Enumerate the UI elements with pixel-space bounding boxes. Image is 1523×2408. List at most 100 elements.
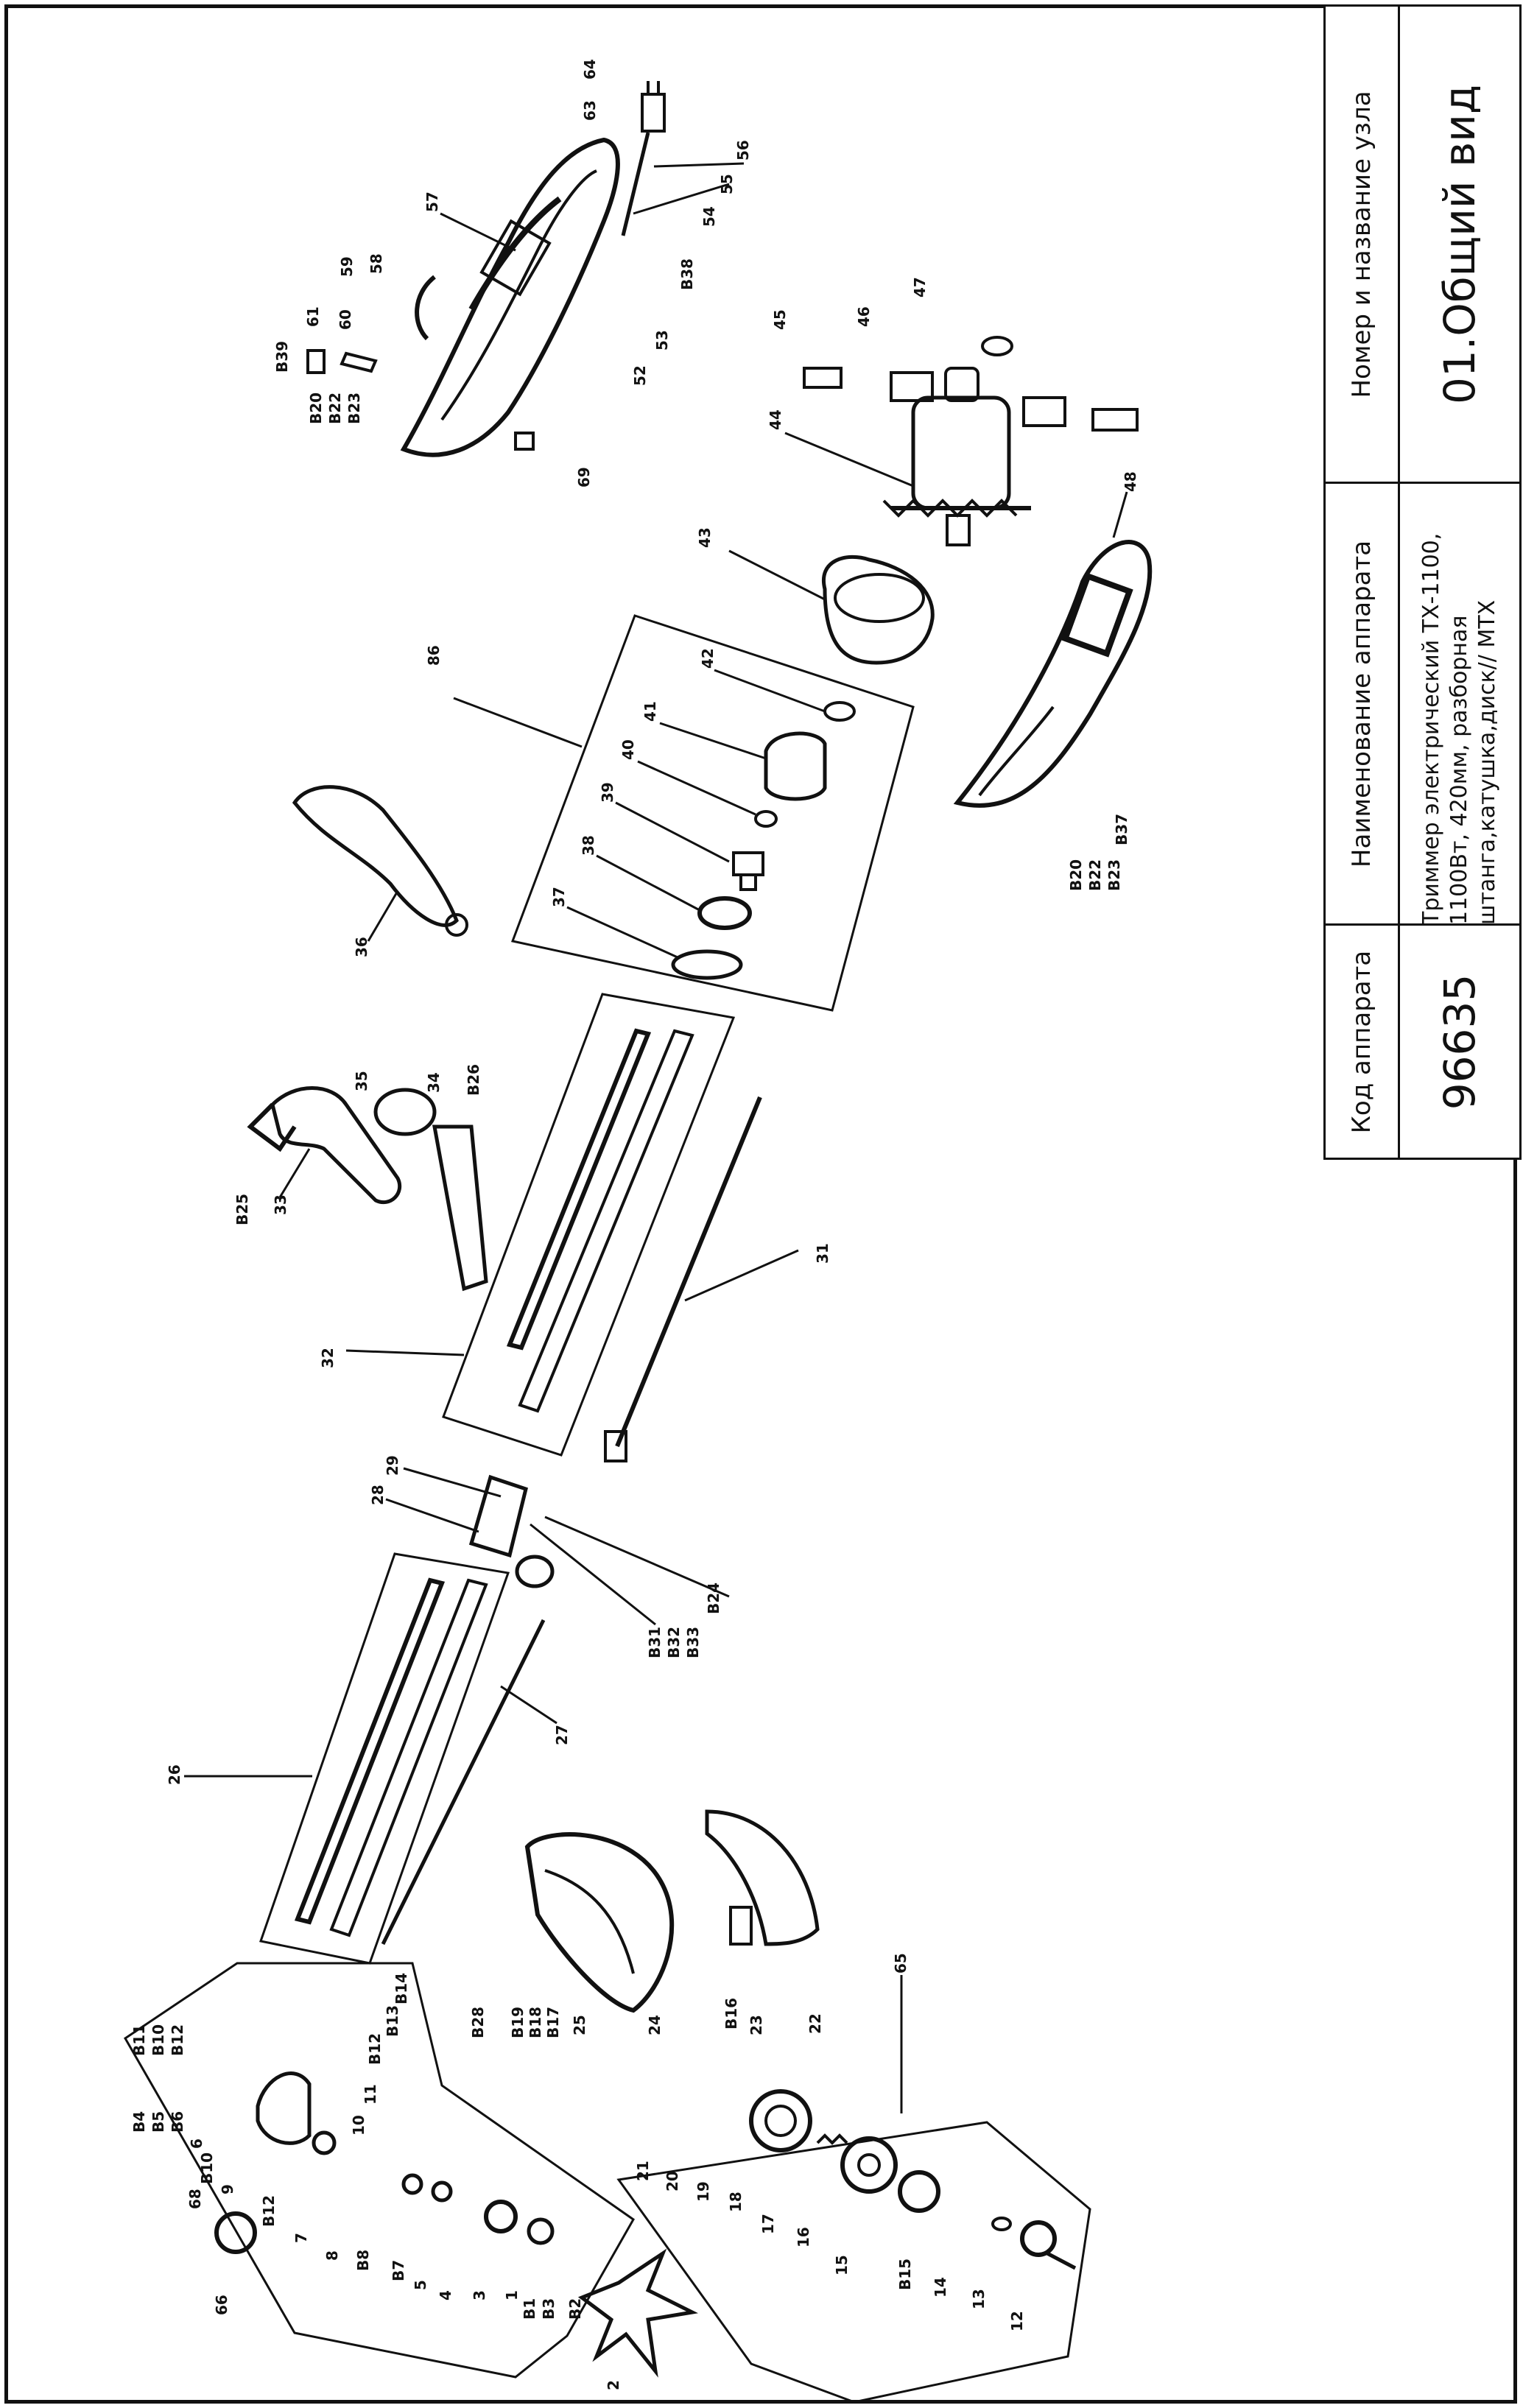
label-b23-right: B23: [1105, 859, 1123, 891]
label-66: 66: [213, 2295, 231, 2315]
motor-armature: [882, 367, 1031, 546]
label-b12-top: B12: [169, 2024, 186, 2056]
group-outline-26: [259, 1552, 510, 1965]
leader-57: [440, 212, 516, 252]
code-value: 96635: [1435, 974, 1485, 1110]
spool-16: [840, 2136, 898, 2194]
leader-42: [714, 669, 826, 713]
bearing-38: [697, 896, 752, 930]
label-57: 57: [423, 191, 441, 212]
label-48: 48: [1122, 471, 1139, 492]
label-b4: B4: [130, 2111, 148, 2133]
washer-13: [991, 2217, 1012, 2231]
label-41: 41: [641, 701, 659, 722]
node-value: 01.Общий вид: [1435, 84, 1485, 404]
label-46: 46: [855, 306, 873, 327]
leader-48: [1112, 491, 1128, 538]
label-15: 15: [833, 2255, 851, 2275]
handle-bar-34: [432, 1124, 488, 1292]
power-cord: [621, 81, 666, 236]
leader-38: [596, 854, 700, 912]
drawing-sheet: [4, 4, 1517, 2404]
flex-shaft-end: [604, 1430, 627, 1462]
label-b6: B6: [169, 2111, 186, 2133]
label-23: 23: [748, 2015, 765, 2035]
label-5: 5: [412, 2280, 429, 2290]
brush-left: [803, 367, 843, 389]
seal-68: [214, 2211, 257, 2254]
bearing-42: [823, 701, 856, 722]
label-b19: B19: [509, 2007, 527, 2038]
label-12: 12: [1008, 2311, 1026, 2331]
label-b10-top: B10: [150, 2024, 167, 2056]
label-b1: B1: [521, 2298, 538, 2320]
flange-3: [484, 2200, 518, 2233]
title-block-name-value: Триммер электрический ТХ-1100, 1100Вт, 4…: [1398, 482, 1522, 926]
washer-gear-1: [401, 2173, 423, 2195]
spring-18: [816, 2133, 848, 2145]
label-13: 13: [970, 2289, 988, 2309]
label-11: 11: [362, 2084, 379, 2105]
label-60: 60: [337, 309, 354, 330]
leader-b21: [530, 1523, 656, 1626]
blade-2: [577, 2248, 698, 2378]
label-b7: B7: [390, 2260, 407, 2281]
leader-36: [367, 890, 399, 942]
label-39: 39: [599, 782, 616, 803]
label-26: 26: [166, 1764, 183, 1785]
leader-56: [653, 162, 745, 168]
label-b3: B3: [540, 2298, 558, 2320]
gearhead-housing: [256, 2071, 312, 2145]
motor-housing-left: [400, 137, 620, 457]
label-52: 52: [631, 365, 649, 386]
label-b17: B17: [544, 2007, 562, 2038]
leader-32: [345, 1349, 465, 1356]
label-7: 7: [292, 2233, 310, 2243]
title-block-code-header: Код аппарата: [1323, 923, 1400, 1160]
label-b18: B18: [527, 2007, 544, 2038]
brush-holder-left: [890, 371, 934, 402]
lock-button: [340, 351, 378, 373]
label-3: 3: [471, 2290, 488, 2300]
label-43: 43: [696, 527, 714, 548]
label-18: 18: [727, 2192, 745, 2212]
label-86: 86: [425, 645, 443, 666]
label-21: 21: [634, 2161, 652, 2181]
group-outline-65: [616, 2121, 1091, 2404]
strap-hook: [445, 913, 468, 937]
label-47: 47: [911, 277, 929, 298]
label-b13: B13: [384, 2005, 401, 2037]
leader-86: [453, 697, 583, 748]
label-29: 29: [384, 1455, 401, 1476]
aux-handle-grip: [247, 1102, 297, 1152]
label-40: 40: [619, 739, 637, 760]
title-block-node-value: 01.Общий вид: [1398, 4, 1522, 484]
leader-41: [659, 722, 767, 760]
label-44: 44: [767, 409, 784, 430]
label-35: 35: [353, 1071, 370, 1091]
label-b28: B28: [469, 2007, 487, 2038]
label-b12: B12: [366, 2033, 384, 2065]
guard-24-rib: [544, 1869, 635, 1974]
label-24: 24: [646, 2015, 664, 2035]
label-10: 10: [350, 2115, 367, 2136]
label-b14: B14: [393, 1973, 410, 2004]
label-37: 37: [550, 887, 568, 907]
label-b5: B5: [150, 2111, 167, 2133]
label-2: 2: [605, 2380, 622, 2390]
lower-drive-shaft: [381, 1619, 546, 1946]
bearing-47: [981, 336, 1013, 356]
bearing-housing-41: [764, 731, 827, 801]
label-6: 6: [188, 2138, 205, 2149]
upper-tube: [518, 1029, 694, 1413]
label-64: 64: [581, 59, 599, 80]
label-1: 1: [503, 2290, 521, 2300]
label-27: 27: [553, 1725, 571, 1745]
label-b10: B10: [198, 2152, 216, 2184]
label-b23-left: B23: [345, 392, 363, 424]
leader-43: [728, 549, 826, 601]
fan-baffle-ring: [834, 573, 925, 623]
label-69: 69: [575, 467, 593, 487]
drive-shaft-39: [732, 851, 764, 891]
spool-cover-20-inner: [764, 2105, 797, 2137]
